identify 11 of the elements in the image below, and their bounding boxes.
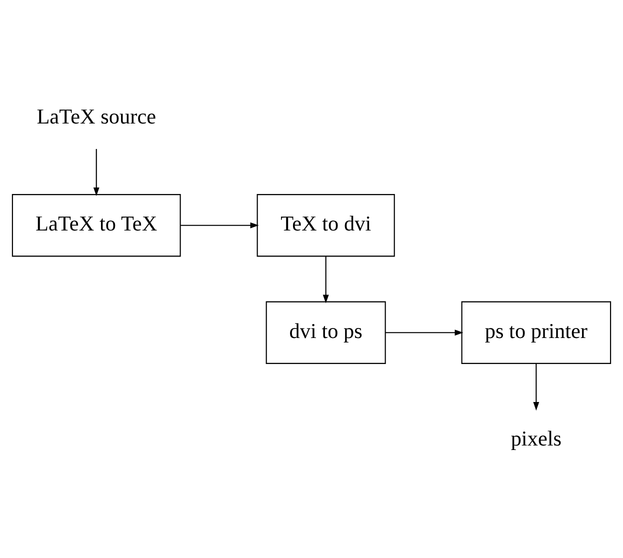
arrow: [322, 256, 329, 304]
node-box: TeX to dvi: [256, 194, 395, 257]
arrow: [180, 222, 259, 228]
node-text: pixels: [510, 426, 562, 450]
arrow: [385, 330, 464, 336]
arrow: [93, 148, 100, 196]
node-box: ps to printer: [461, 301, 612, 364]
node-box: dvi to ps: [266, 301, 386, 364]
node-text: LaTeX source: [36, 104, 156, 128]
node-box: LaTeX to TeX: [12, 194, 181, 257]
arrow: [533, 364, 540, 411]
